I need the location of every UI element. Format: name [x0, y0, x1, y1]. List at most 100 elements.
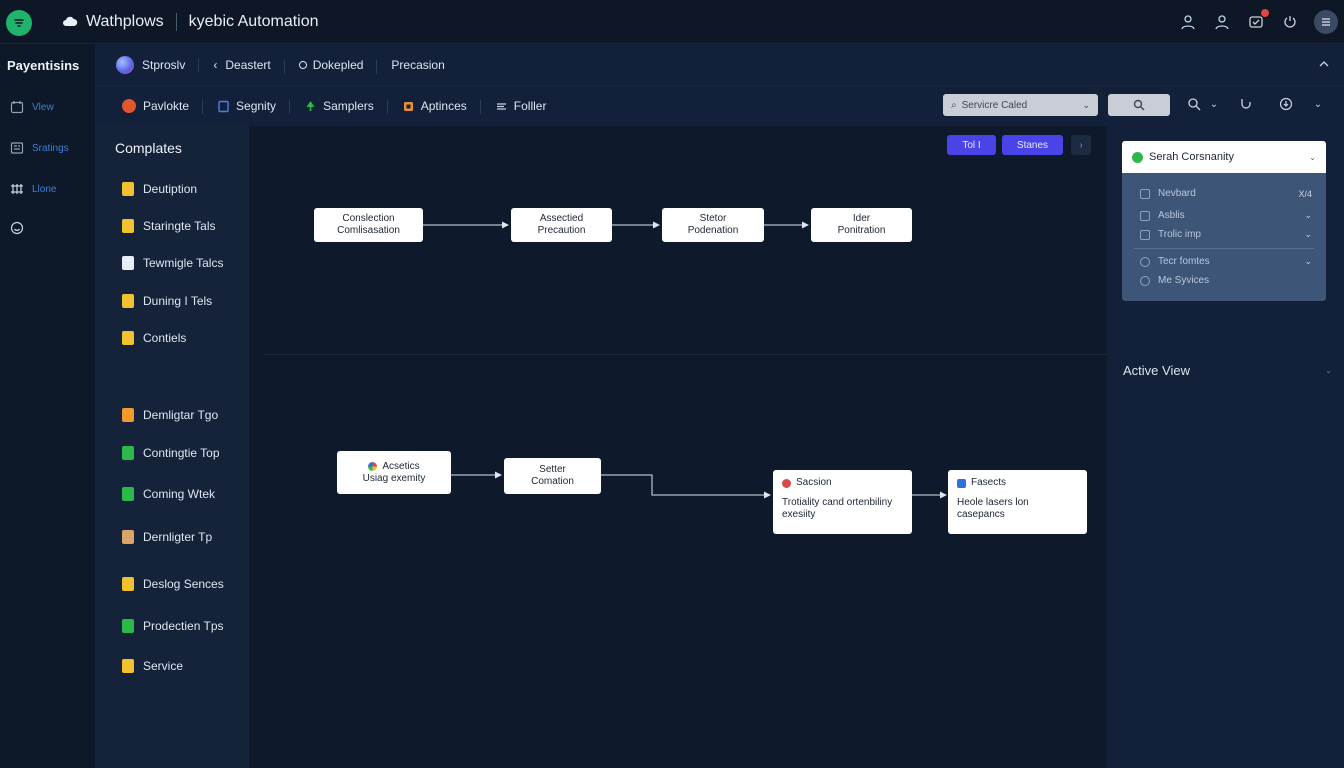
search-icon	[1140, 275, 1150, 286]
notifications-icon[interactable]	[1246, 9, 1269, 32]
toolbar-item-stproslv[interactable]: Stproslv	[96, 55, 200, 74]
left-nav: Payentisins Vlew Sratings Llone	[0, 44, 96, 768]
notification-badge	[1261, 9, 1269, 17]
brand-name[interactable]: Wathplows	[86, 13, 164, 30]
menu-icon[interactable]	[1314, 10, 1338, 34]
property-value: X/4	[1298, 188, 1312, 199]
chevron-down-icon: ⌄	[1082, 99, 1090, 110]
flow-node[interactable]: Fasects Heole lasers lon casepancs	[948, 470, 1087, 534]
document-icon	[122, 487, 134, 501]
template-item-label: Demligtar Tgo	[143, 408, 219, 422]
folder-icon	[957, 478, 966, 488]
toolbar-item-deastert[interactable]: ‹ Deastert	[199, 57, 286, 74]
toolbar2-item-aptinces[interactable]: Aptinces	[388, 99, 481, 114]
properties-card-header[interactable]: Serah Corsnanity ⌄	[1122, 141, 1326, 173]
toolbar2-item-label: Segnity	[236, 99, 277, 113]
template-item[interactable]: Contingtie Top	[122, 446, 220, 460]
workflow-canvas[interactable]: Tol I Stanes › Conslection Comlisasation…	[249, 126, 1107, 768]
template-item[interactable]: Staringte Tals	[122, 219, 216, 233]
search-icon	[1133, 99, 1145, 111]
nav-item-view[interactable]: Vlew	[10, 100, 54, 114]
brand: Wathplows kyebic Automation	[62, 13, 319, 31]
template-item[interactable]: Tewmigle Talcs	[122, 256, 223, 270]
top-actions	[1178, 0, 1344, 44]
account-icon[interactable]	[1212, 12, 1232, 32]
property-row[interactable]: Tecr fomtes ⌄	[1140, 256, 1312, 267]
chevron-right-icon[interactable]: ›	[1071, 135, 1091, 155]
document-icon	[122, 659, 134, 673]
workspace-name[interactable]: kyebic Automation	[188, 13, 319, 30]
nav-item-settings[interactable]: Sratings	[10, 141, 69, 155]
document-icon	[122, 408, 134, 422]
template-item[interactable]: Service	[122, 659, 183, 673]
service-select[interactable]: ⌕ Servicre Caled ⌄	[943, 94, 1098, 116]
node-title-row: Acsetics	[368, 461, 420, 473]
flow-connectors	[423, 221, 947, 499]
canvas-stages-button[interactable]: Stanes	[1002, 135, 1063, 155]
flow-node[interactable]: Stetor Podenation	[662, 208, 764, 242]
node-title: Sacsion	[796, 477, 832, 488]
template-item[interactable]: Deutiption	[122, 182, 197, 196]
template-item[interactable]: Dernligter Tp	[122, 530, 212, 544]
power-icon[interactable]	[1280, 12, 1300, 32]
calendar-icon	[10, 101, 24, 114]
property-label: Tecr fomtes	[1158, 256, 1210, 267]
toolbar2-item-segnity[interactable]: Segnity	[203, 99, 291, 114]
toolbar2-item-samplers[interactable]: Samplers	[290, 99, 388, 114]
chevron-down-icon: ⌄	[1304, 256, 1312, 266]
flow-node[interactable]: Ider Ponitration	[811, 208, 912, 242]
chevron-down-icon[interactable]: ⌄	[1313, 98, 1323, 110]
chevron-down-icon[interactable]: ⌄	[1325, 366, 1332, 375]
magnet-icon[interactable]	[1238, 96, 1254, 112]
template-item[interactable]: Prodectien Tps	[122, 619, 224, 633]
canvas-divider	[263, 354, 1107, 355]
template-item[interactable]: Coming Wtek	[122, 487, 215, 501]
toolbar-item-precasion[interactable]: Precasion	[377, 58, 458, 72]
node-title: Ider	[852, 213, 871, 224]
property-row[interactable]: Trolic imp ⌄	[1140, 229, 1312, 240]
chevron-down-icon[interactable]: ⌄	[1209, 98, 1219, 110]
template-item[interactable]: Contiels	[122, 331, 186, 345]
flow-node[interactable]: Sacsion Trotiality cand ortenbiliny exes…	[773, 470, 912, 534]
template-item-label: Dernligter Tp	[143, 530, 213, 544]
user-icon[interactable]	[1178, 12, 1198, 32]
template-item[interactable]: Demligtar Tgo	[122, 408, 218, 422]
circle-icon	[1140, 256, 1150, 267]
document-icon	[122, 530, 134, 544]
property-label: Nevbard	[1158, 188, 1196, 199]
template-item-label: Staringte Tals	[143, 219, 216, 233]
toolbar-item-label: Deastert	[225, 57, 271, 72]
nav-item-llone[interactable]: Llone	[10, 182, 56, 196]
flow-node[interactable]: Acsetics Usiag exemity	[337, 451, 451, 494]
node-subtitle: Comlisasation	[337, 225, 400, 236]
template-item-label: Contingtie Top	[143, 446, 220, 460]
nav-item-help[interactable]	[10, 221, 32, 235]
template-item[interactable]: Duning I Tels	[122, 294, 212, 308]
property-row[interactable]: Nevbard X/4	[1140, 188, 1312, 199]
square-icon	[1140, 210, 1150, 221]
search-button[interactable]	[1108, 94, 1170, 116]
node-title: Setter	[539, 464, 566, 475]
property-row[interactable]: Me Syvices	[1140, 275, 1312, 286]
flow-node[interactable]: Assectied Precaution	[511, 208, 612, 242]
node-subtitle: Comation	[531, 476, 574, 487]
square-icon	[1140, 188, 1150, 199]
box-icon	[403, 101, 413, 111]
toolbar2-item-folller[interactable]: Folller	[481, 99, 561, 113]
active-view-title: Active View	[1123, 363, 1190, 378]
canvas-tool-button[interactable]: Tol I	[947, 135, 996, 155]
toolbar-primary: Stproslv ‹ Deastert Dokepled Precasion	[96, 44, 1344, 86]
document-icon	[122, 219, 134, 233]
toolbar-item-dokepled[interactable]: Dokepled	[285, 58, 378, 74]
app-logo[interactable]	[6, 10, 32, 36]
chevron-up-icon[interactable]	[1318, 58, 1330, 70]
zoom-icon[interactable]	[1186, 96, 1202, 112]
download-icon[interactable]	[1278, 96, 1294, 112]
template-item[interactable]: Deslog Sences	[122, 577, 224, 591]
flow-node[interactable]: Conslection Comlisasation	[314, 208, 423, 242]
toolbar2-item-pavlokte[interactable]: Pavlokte	[96, 99, 204, 114]
property-row[interactable]: Asblis ⌄	[1140, 210, 1312, 221]
edge-6-7	[601, 474, 771, 499]
templates-title: Complates	[115, 140, 182, 156]
flow-node[interactable]: Setter Comation	[504, 458, 601, 494]
